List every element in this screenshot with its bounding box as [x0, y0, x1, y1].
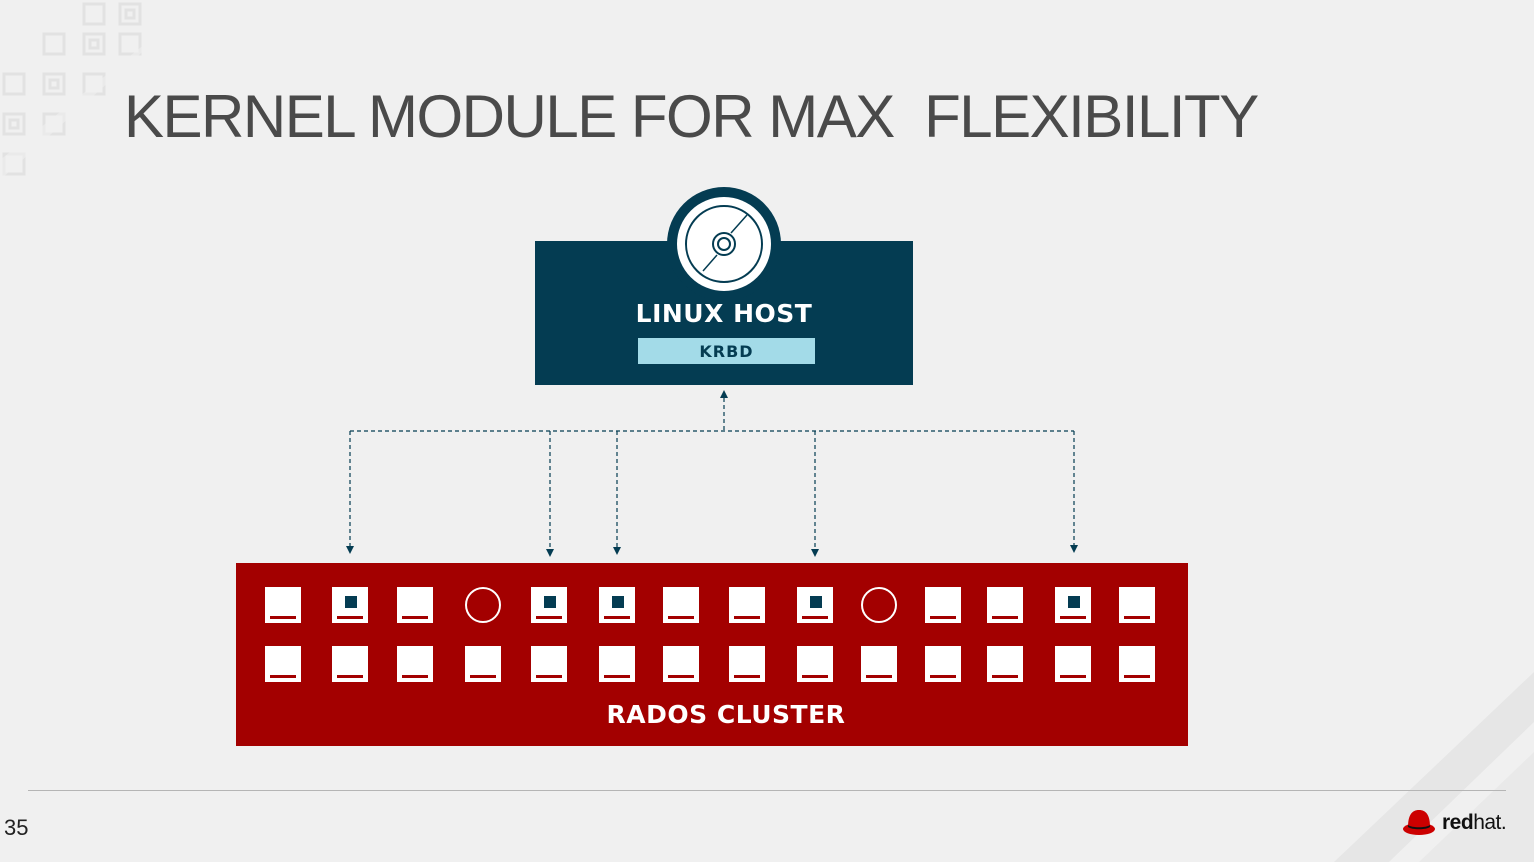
object-marker: [544, 596, 556, 608]
cluster-osd-node: [531, 587, 567, 623]
cluster-osd-node: [332, 587, 368, 623]
cluster-osd-node: [465, 646, 501, 682]
disk-icon: [677, 197, 771, 291]
cluster-osd-node: [925, 587, 961, 623]
cluster-osd-node: [797, 646, 833, 682]
cluster-osd-node: [531, 646, 567, 682]
cluster-osd-node: [265, 587, 301, 623]
object-marker: [1068, 596, 1080, 608]
cluster-osd-node: [332, 646, 368, 682]
cluster-osd-node: [729, 587, 765, 623]
krbd-label: KRBD: [638, 338, 815, 364]
slide-title: KERNEL MODULE FOR MAX FLEXIBILITY: [124, 83, 1259, 150]
cluster-osd-node: [1119, 646, 1155, 682]
page-number: 35: [4, 815, 29, 840]
object-marker: [345, 596, 357, 608]
footer-divider: [28, 790, 1506, 791]
rados-cluster: [236, 563, 1188, 746]
cluster-osd-node: [397, 646, 433, 682]
logo-text-regular: hat.: [1473, 811, 1507, 834]
object-marker: [810, 596, 822, 608]
cluster-osd-node: [1055, 587, 1091, 623]
cluster-osd-node: [265, 646, 301, 682]
cluster-osd-node: [1055, 646, 1091, 682]
cluster-osd-node: [729, 646, 765, 682]
cluster-osd-node: [663, 646, 699, 682]
redhat-logo-text: redhat.: [1442, 811, 1507, 835]
cluster-osd-node: [797, 587, 833, 623]
redhat-logo-icon: [1403, 810, 1435, 835]
cluster-osd-node: [397, 587, 433, 623]
logo-text-bold: red: [1442, 811, 1474, 834]
cluster-osd-node: [1119, 587, 1155, 623]
cluster-monitor-node: [861, 587, 897, 623]
object-marker: [612, 596, 624, 608]
cluster-osd-node: [599, 646, 635, 682]
cluster-osd-node: [987, 587, 1023, 623]
cluster-osd-node: [663, 587, 699, 623]
host-label: LINUX HOST: [635, 299, 813, 328]
corner-pattern: [0, 0, 200, 180]
cluster-osd-node: [861, 646, 897, 682]
cluster-label: RADOS CLUSTER: [606, 700, 846, 729]
cluster-osd-node: [925, 646, 961, 682]
cluster-osd-node: [599, 587, 635, 623]
cluster-monitor-node: [465, 587, 501, 623]
diagonal-stripes: [1334, 672, 1534, 862]
cluster-osd-node: [987, 646, 1023, 682]
